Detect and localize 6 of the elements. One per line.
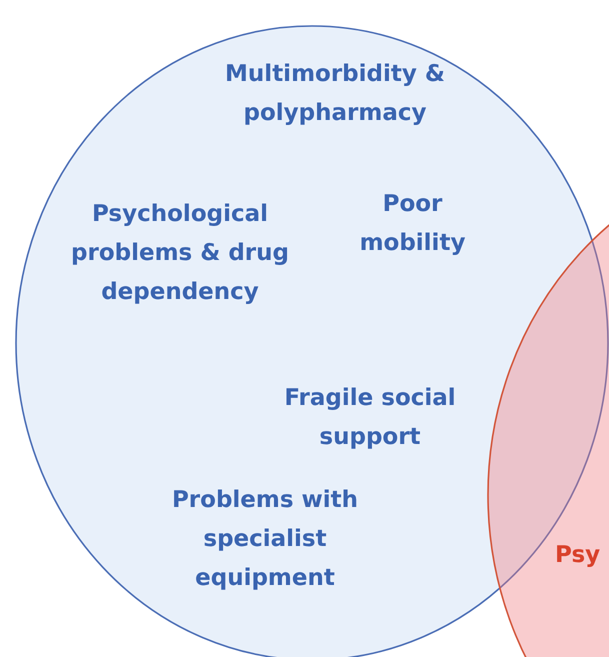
circle-label: Psychological problems & drug dependency [70, 200, 290, 307]
circle-label: Problems with specialist equipment [170, 486, 360, 593]
circle-label: Psy [555, 541, 600, 570]
circle-label: Multimorbidity & polypharmacy [224, 60, 446, 128]
circle-label: Poor mobility [358, 190, 466, 258]
circle-label: Fragile social support [283, 384, 457, 452]
